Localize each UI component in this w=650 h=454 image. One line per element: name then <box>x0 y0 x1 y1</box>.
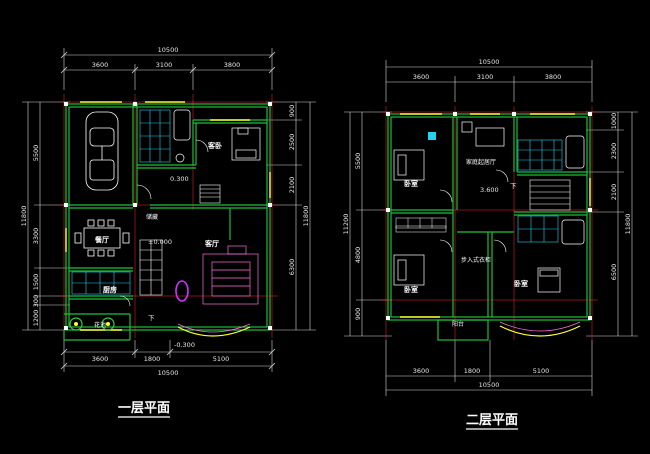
plan2-dim-right-2: 2100 <box>610 184 618 201</box>
plan2-axis-lines <box>380 106 598 340</box>
plan1-axis-lines <box>58 94 278 338</box>
plan1-room-garden: 花池 <box>94 321 106 329</box>
plan2-title: 二层平面 <box>466 413 518 428</box>
plan2-family-furniture <box>461 121 505 147</box>
car-icon <box>85 111 119 191</box>
plan1-dim-right-3: 6300 <box>288 259 296 276</box>
plan1-dim-right-total: 11800 <box>302 206 310 227</box>
plan2-dim-right-3: 6500 <box>610 264 618 281</box>
plan1-dim-left-2: 1500 <box>32 274 40 291</box>
plan1-dim-bottom-1: 1800 <box>144 355 161 363</box>
plan2-wardrobes <box>395 217 447 233</box>
plan2-room-master: 卧室 <box>514 279 528 288</box>
plan1-windows <box>65 101 271 331</box>
plan2-room-cloak: 步入式衣柜 <box>461 256 491 264</box>
plan1-dim-left-1: 3300 <box>32 228 40 245</box>
plan2-dim-left-0: 5500 <box>354 153 362 170</box>
plan1-level-0: 0.300 <box>170 175 189 183</box>
plan-2-second-floor: 10500 3600 3100 3800 3600 1800 5100 1050… <box>342 58 638 430</box>
plan2-dim-right-total: 11800 <box>624 214 632 235</box>
plan2-dim-right-1: 2300 <box>610 143 618 160</box>
plan2-bed-icons <box>393 149 561 293</box>
bathtub-icon <box>173 109 191 163</box>
plan1-dim-bottom-0: 3600 <box>92 355 109 363</box>
guest-bed-icon <box>231 127 261 161</box>
plan1-level-1: ±0.000 <box>148 238 172 246</box>
plan1-dim-bottom-total: 10500 <box>158 369 179 377</box>
plan2-room-balcony: 阳台 <box>452 320 464 328</box>
plan1-dim-ticks <box>60 51 276 370</box>
plan1-dim-right-1: 2500 <box>288 134 296 151</box>
plan1-columns <box>64 102 272 330</box>
plan2-room-bedroom-1: 卧室 <box>404 179 418 188</box>
plan1-room-storage: 储藏 <box>146 213 158 221</box>
kitchen-tile-grid <box>71 271 131 295</box>
plant-icon <box>175 280 189 302</box>
plan2-dim-left-total: 11200 <box>342 214 350 235</box>
plan2-door-swings <box>439 169 509 253</box>
plan1-bay-window <box>177 326 251 337</box>
plan2-bathroom-tiles <box>517 139 563 243</box>
plan1-dim-top-0: 3600 <box>92 61 109 69</box>
plan2-level-0: 3.600 <box>480 186 499 194</box>
plan2-dim-top-1: 3100 <box>477 73 494 81</box>
garden-plants-icon <box>69 317 115 331</box>
plan2-bay-window <box>499 325 581 337</box>
plan2-room-bedroom-2: 卧室 <box>404 285 418 294</box>
plan2-stairs <box>529 179 571 211</box>
plan2-walls <box>387 113 591 341</box>
plan2-dim-left-1: 4800 <box>354 247 362 264</box>
plan1-stair-mark: 下 <box>148 314 155 322</box>
plan2-desk-chair-icon <box>428 132 436 140</box>
plan2-dim-top-2: 3800 <box>545 73 562 81</box>
plan1-room-dining: 餐厅 <box>94 235 109 244</box>
plan2-dim-top-0: 3600 <box>413 73 430 81</box>
plan2-dim-bottom-2: 5100 <box>533 367 550 375</box>
plan2-dim-bottom-total: 10500 <box>479 381 500 389</box>
plan1-dim-bottom-2: 5100 <box>213 355 230 363</box>
plan1-dim-left-3: 300 <box>32 295 40 307</box>
plan1-title: 一层平面 <box>118 401 170 416</box>
plan1-room-guest-bedroom: 客卧 <box>207 141 222 150</box>
plan2-windows <box>400 113 591 318</box>
plan1-walls <box>63 103 271 341</box>
plan1-dim-top-2: 3800 <box>224 61 241 69</box>
plan1-level-2: -0.300 <box>174 341 195 349</box>
plan1-stairs <box>139 184 221 296</box>
plan2-room-family: 家庭起居厅 <box>466 158 496 166</box>
plan1-dim-left-total: 11800 <box>20 206 28 227</box>
plan2-bathtub-icon <box>561 135 585 245</box>
plan2-dim-bottom-1: 1800 <box>464 367 481 375</box>
bathroom-tile-grid <box>139 109 171 163</box>
plan2-stair-mark: 下 <box>510 182 517 190</box>
plan1-dim-left-4: 1200 <box>32 310 40 327</box>
plan1-dim-top-total: 10500 <box>158 46 179 54</box>
plan1-top-dimension-lines <box>22 48 316 372</box>
plan1-dim-right-0: 900 <box>288 105 296 117</box>
plan1-room-kitchen: 厨房 <box>103 285 117 294</box>
plan2-dim-right-0: 1000 <box>610 113 618 130</box>
plan1-dim-left-0: 5500 <box>32 145 40 162</box>
plan1-dim-top-1: 3100 <box>156 61 173 69</box>
plan1-door-swings <box>119 139 209 307</box>
plan2-dim-top-total: 10500 <box>479 58 500 66</box>
sofa-set-icon <box>202 245 259 305</box>
plan2-columns <box>386 112 592 320</box>
plan2-dim-left-2: 900 <box>354 308 362 320</box>
plan1-dim-right-2: 2100 <box>288 177 296 194</box>
plan-1-ground-floor: 10500 3600 3100 3800 3600 1800 5100 1050… <box>20 46 316 418</box>
plan1-room-living: 客厅 <box>204 239 219 248</box>
plan2-dim-bottom-0: 3600 <box>413 367 430 375</box>
dining-table-icon <box>74 219 130 257</box>
